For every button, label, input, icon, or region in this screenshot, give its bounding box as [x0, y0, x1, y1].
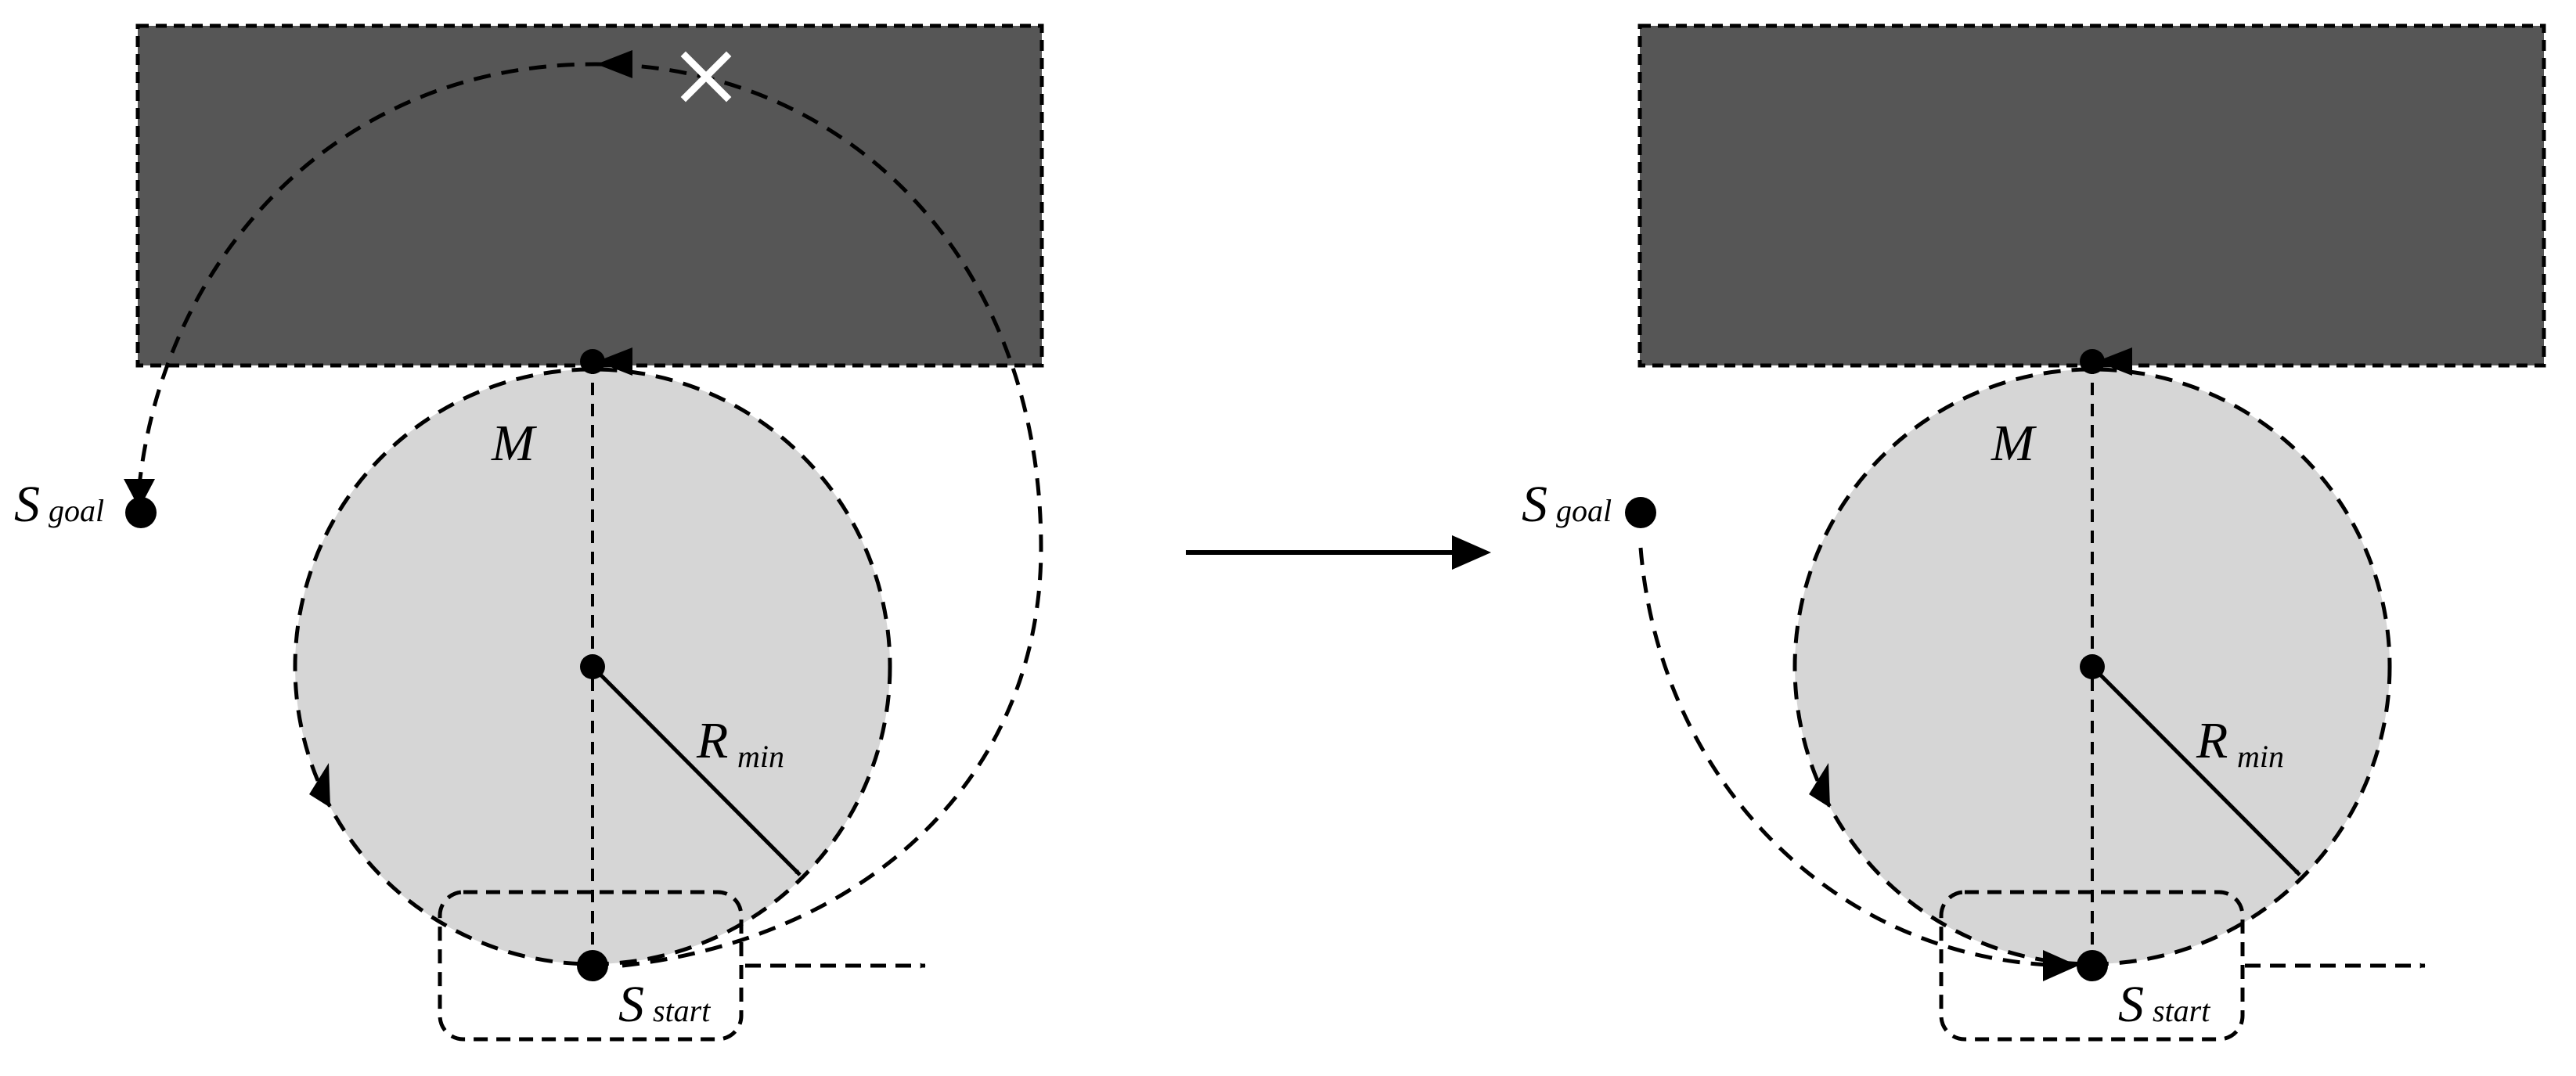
feasible-path-arc — [1638, 547, 2075, 968]
label-r: R — [2196, 712, 2228, 769]
label-goal-sub: goal — [49, 493, 104, 528]
label-start-sub: start — [2153, 993, 2210, 1028]
goal-dot — [1625, 497, 1656, 528]
label-goal: S — [1522, 476, 1547, 533]
start-dot — [577, 950, 608, 981]
panel-before: M R min S goal S start — [14, 23, 1044, 1042]
circle-center-dot — [580, 654, 605, 679]
arc-arrowhead-top — [596, 50, 632, 78]
label-goal-sub: goal — [1556, 493, 1612, 528]
vehicle-box — [1939, 890, 2245, 1042]
circle-center-dot — [2080, 654, 2105, 679]
circle-arrowhead-left — [309, 763, 330, 808]
transition-arrow — [1186, 535, 1491, 570]
label-m: M — [491, 415, 538, 472]
label-goal: S — [14, 476, 40, 533]
label-start: S — [2118, 976, 2144, 1033]
label-m: M — [1991, 415, 2037, 472]
goal-arrowhead — [124, 479, 155, 509]
label-r: R — [696, 712, 728, 769]
radius-line — [2091, 665, 2301, 876]
path-arrowhead-start — [2043, 950, 2078, 981]
blocked-cross-icon — [680, 51, 732, 103]
tangent-point-dot — [2080, 349, 2105, 374]
label-start: S — [618, 976, 644, 1033]
circle-arrowhead-left — [1809, 763, 1830, 808]
label-r-sub: min — [2237, 739, 2284, 774]
radius-line — [591, 665, 802, 876]
circle-arrowhead-top — [2096, 347, 2132, 376]
label-start-sub: start — [653, 993, 711, 1028]
label-r-sub: min — [737, 739, 784, 774]
circle-arrowhead-top — [596, 347, 632, 376]
blocked-path-arc — [137, 62, 1043, 968]
obstacle-rect — [1637, 23, 2546, 368]
obstacle-rect — [135, 23, 1044, 368]
tangent-point-dot — [580, 349, 605, 374]
vehicle-box — [438, 890, 744, 1042]
start-dot — [2077, 950, 2108, 981]
panel-after: M R min S goal S start — [1522, 23, 2546, 1042]
goal-dot — [125, 497, 157, 528]
